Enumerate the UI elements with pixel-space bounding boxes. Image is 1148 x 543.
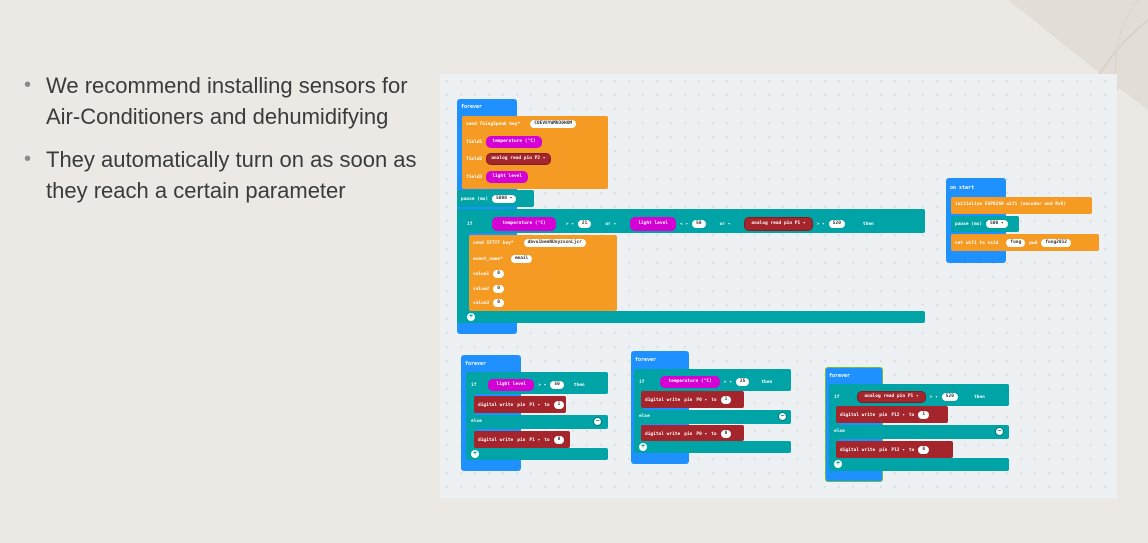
pause-block[interactable]: pause (ms) 5000 ▾: [457, 190, 534, 207]
pause-block-start[interactable]: pause (ms) 500 ▾: [951, 216, 1019, 232]
else-bar-temperature: else: [634, 410, 791, 424]
digital-write-p0-high[interactable]: digital write pin P0 ▾ to 1: [641, 391, 744, 408]
else-bar-light: else: [466, 415, 608, 429]
bullet-2: They automatically turn on as soon as th…: [24, 144, 424, 206]
digital-write-p12-low[interactable]: digital write pin P12 ▾ to 0: [836, 441, 953, 458]
forever-label: forever: [461, 104, 483, 110]
temperature-reporter[interactable]: temperature (°C): [486, 136, 542, 148]
ssid-field[interactable]: fung: [1006, 239, 1026, 247]
digital-write-p12-high[interactable]: digital write pin P12 ▾ to 1: [836, 406, 948, 423]
pause-value-dropdown[interactable]: 5000 ▾: [492, 195, 517, 203]
light-level-reporter[interactable]: light level: [486, 171, 529, 183]
if-block-analog[interactable]: if analog read pin P1 ▾ > ▾ 520 then: [829, 384, 1009, 406]
if-footer: [457, 311, 925, 323]
ifttt-key-field[interactable]: dbvu1bemNUnyzxxnLjcr: [523, 239, 586, 247]
send-thingspeak-block[interactable]: send ThingSpeak key* COEV8YWMN30HOM fiel…: [462, 116, 608, 189]
add-branch-icon[interactable]: +: [467, 313, 475, 321]
remove-else-icon[interactable]: −: [593, 417, 602, 426]
if-block-main[interactable]: if temperature (°C) > ▾ 21 or ▾ light le…: [457, 209, 925, 233]
digital-write-p1-low[interactable]: digital write pin P1 ▾ to 0: [474, 431, 570, 448]
makecode-workspace[interactable]: forever send ThingSpeak key* COEV8YWMN30…: [440, 74, 1117, 498]
if-body-rail: [457, 233, 469, 313]
send-ifttt-block[interactable]: send IFTTT key* dbvu1bemNUnyzxxnLjcr eve…: [469, 235, 617, 311]
if-block-temperature[interactable]: if temperature (°C) > ▾ 25 then: [634, 369, 791, 391]
pwd-field[interactable]: fung2012: [1041, 239, 1072, 247]
digital-write-p1-high[interactable]: digital write pin P1 ▾ to 1: [474, 396, 566, 413]
set-wifi-block[interactable]: set wifi to ssid fung pwd fung2012: [951, 234, 1099, 251]
digital-write-p0-low[interactable]: digital write pin P0 ▾ to 0: [641, 425, 744, 441]
on-start-label: on start: [950, 185, 975, 191]
thingspeak-key-field[interactable]: COEV8YWMN30HOM: [530, 120, 577, 128]
bullet-1: We recommend installing sensors for Air-…: [24, 70, 424, 132]
bullet-list: We recommend installing sensors for Air-…: [24, 70, 424, 218]
init-wifi-block[interactable]: initialize ESP8266 wifi (encoder and Rx8…: [951, 197, 1092, 214]
analog-read-reporter[interactable]: analog read pin P2 ▾: [486, 153, 551, 165]
else-bar-analog: else: [829, 425, 1009, 439]
event-name-field[interactable]: email: [510, 255, 533, 263]
if-block-light[interactable]: if light level > ▾ 50 then: [466, 372, 608, 394]
